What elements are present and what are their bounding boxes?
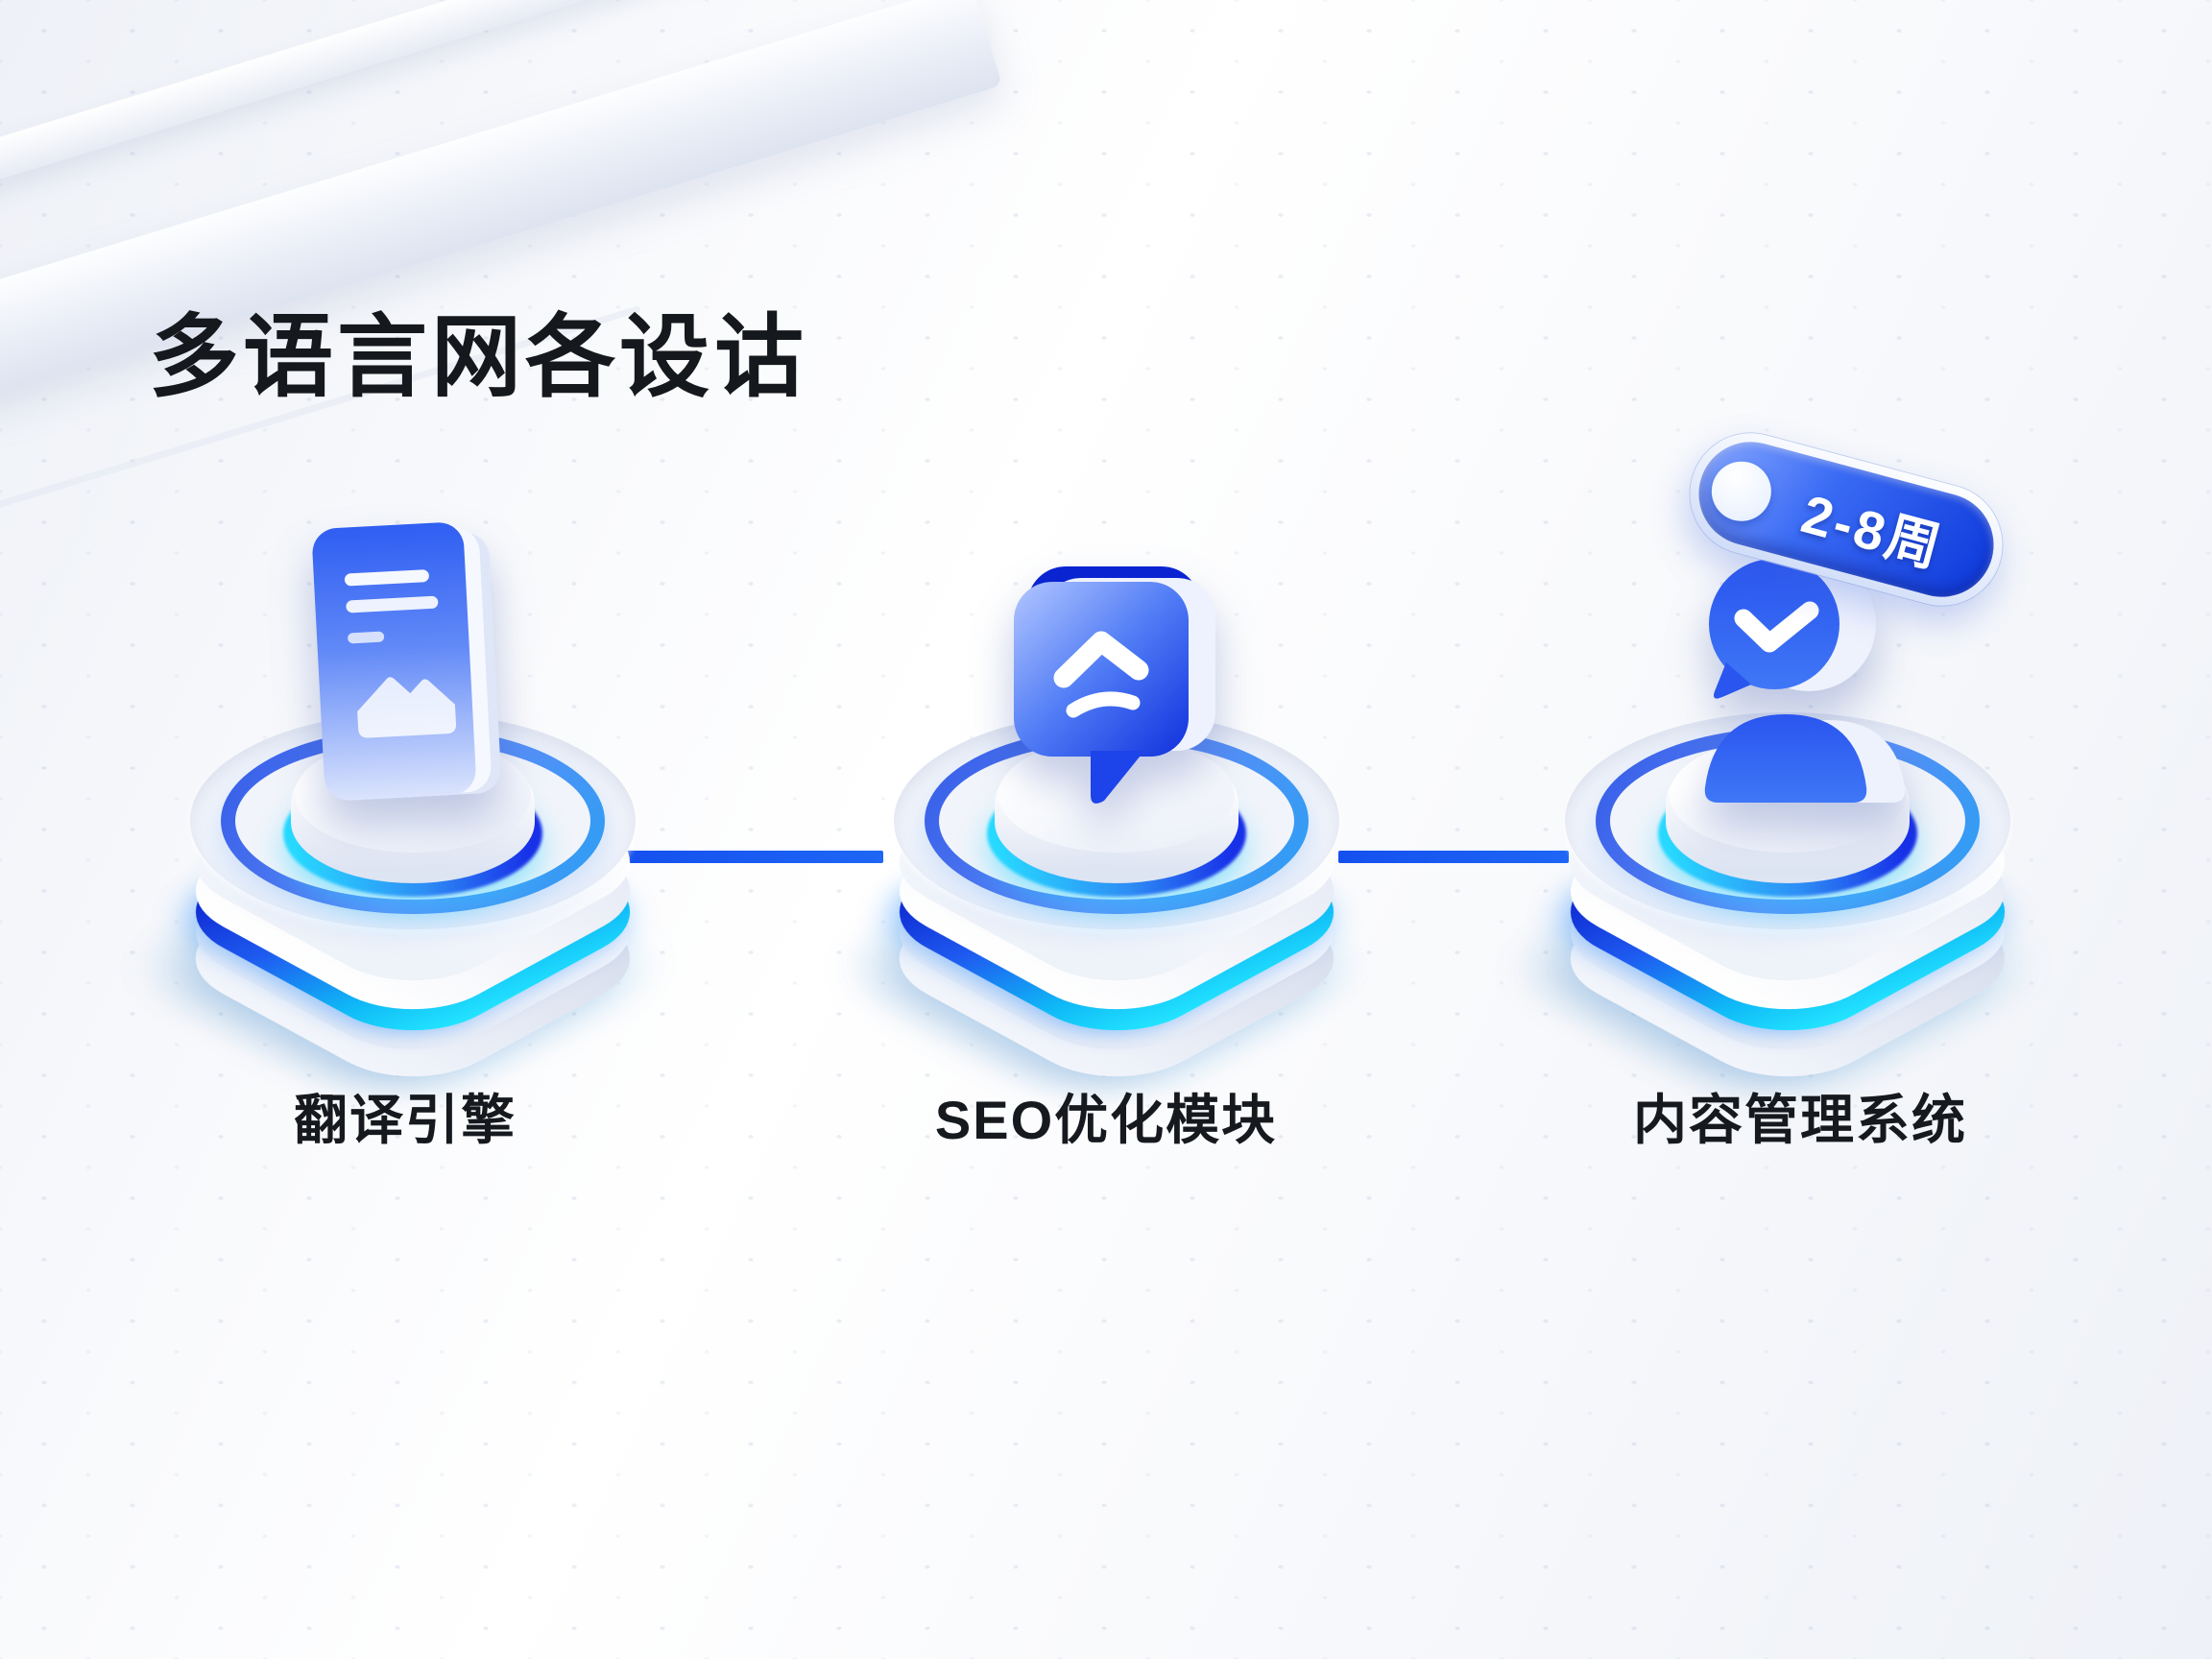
node-label-translation-engine: 翻译引擎	[294, 1090, 517, 1150]
node-label-cms: 内容管理系统	[1633, 1090, 1967, 1150]
translation-document-icon	[298, 517, 528, 829]
podium-translation-engine	[157, 522, 668, 1200]
user-check-icon	[1663, 536, 1912, 838]
podium-cms	[1532, 557, 2043, 1200]
seo-upload-chat-icon	[997, 561, 1237, 854]
page-title: 多语言网各设诂	[149, 306, 808, 407]
node-label-seo-module: SEO优化模块	[934, 1090, 1278, 1150]
podium-seo-module	[861, 566, 1372, 1200]
connector-line-2	[1338, 851, 1569, 863]
connector-line-1	[626, 851, 883, 863]
